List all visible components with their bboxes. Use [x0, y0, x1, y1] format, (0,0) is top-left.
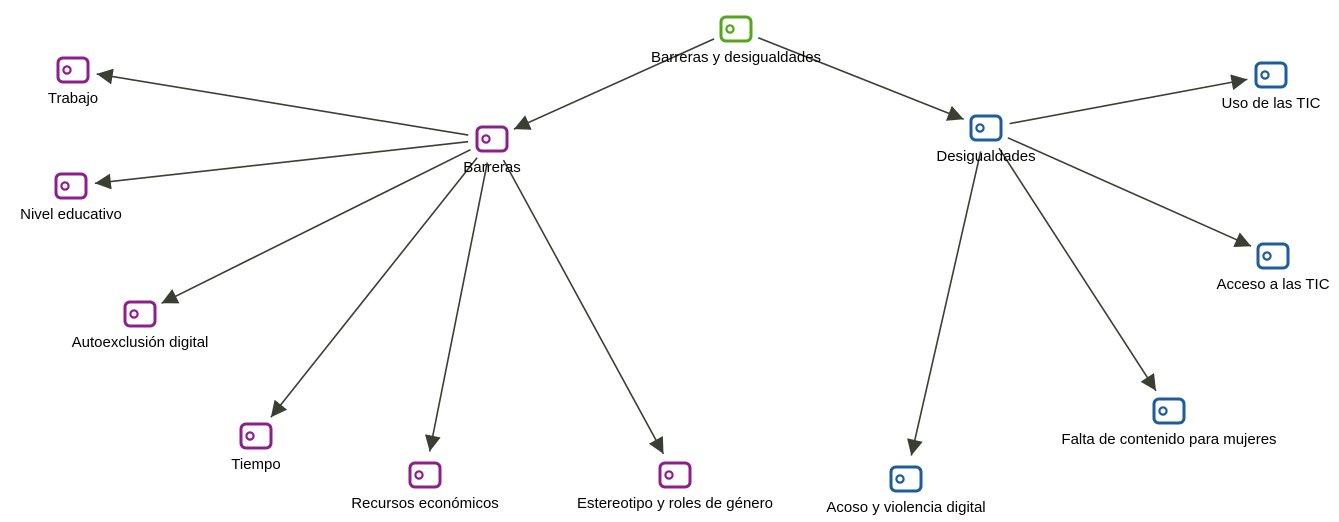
node-label: Trabajo [47, 90, 99, 107]
node-label: Nivel educativo [20, 206, 122, 223]
edge-desigualdades-to-falta [998, 147, 1157, 392]
edge-barreras-to-estereotipo [502, 159, 665, 455]
edge-barreras-to-recursos [424, 162, 489, 452]
code-tag-icon [889, 465, 923, 493]
code-tag-icon [239, 422, 273, 450]
code-tag-icon [658, 461, 692, 489]
edge-barreras-to-tiempo [270, 157, 478, 418]
code-tag-icon [123, 300, 157, 328]
edge-desigualdades-to-acceso [1007, 137, 1252, 247]
node-label: Barreras y desigualdades [650, 49, 822, 66]
edge-barreras-to-trabajo [96, 68, 469, 136]
code-tag-icon [1256, 242, 1290, 270]
node-label: Autoexclusión digital [71, 334, 209, 351]
code-tag-icon [1152, 397, 1186, 425]
node-label: Tiempo [231, 456, 281, 473]
node-label: Falta de contenido para mujeres [1061, 431, 1277, 448]
node-label: Uso de las TIC [1221, 95, 1321, 112]
code-tag-icon [475, 125, 509, 153]
code-tag-icon [969, 114, 1003, 142]
node-label: Estereotipo y roles de género [577, 495, 773, 512]
code-tag-icon [408, 461, 442, 489]
node-label: Desigualdades [936, 148, 1036, 165]
edge-barreras-to-nivel [94, 140, 469, 190]
code-tag-icon [54, 172, 88, 200]
edge-root-to-desigualdades [758, 37, 964, 121]
node-label: Acceso a las TIC [1216, 276, 1330, 293]
code-tag-icon [56, 56, 90, 84]
node-label: Recursos económicos [351, 495, 499, 512]
edge-desigualdades-to-uso [1009, 74, 1248, 125]
edge-root-to-barreras [513, 38, 715, 130]
edge-desigualdades-to-acoso [907, 151, 982, 456]
node-label: Barreras [463, 159, 521, 176]
code-tag-icon [1254, 61, 1288, 89]
node-label: Acoso y violencia digital [826, 499, 986, 516]
edge-barreras-to-autoexclusion [161, 148, 471, 305]
code-tag-icon [719, 15, 753, 43]
